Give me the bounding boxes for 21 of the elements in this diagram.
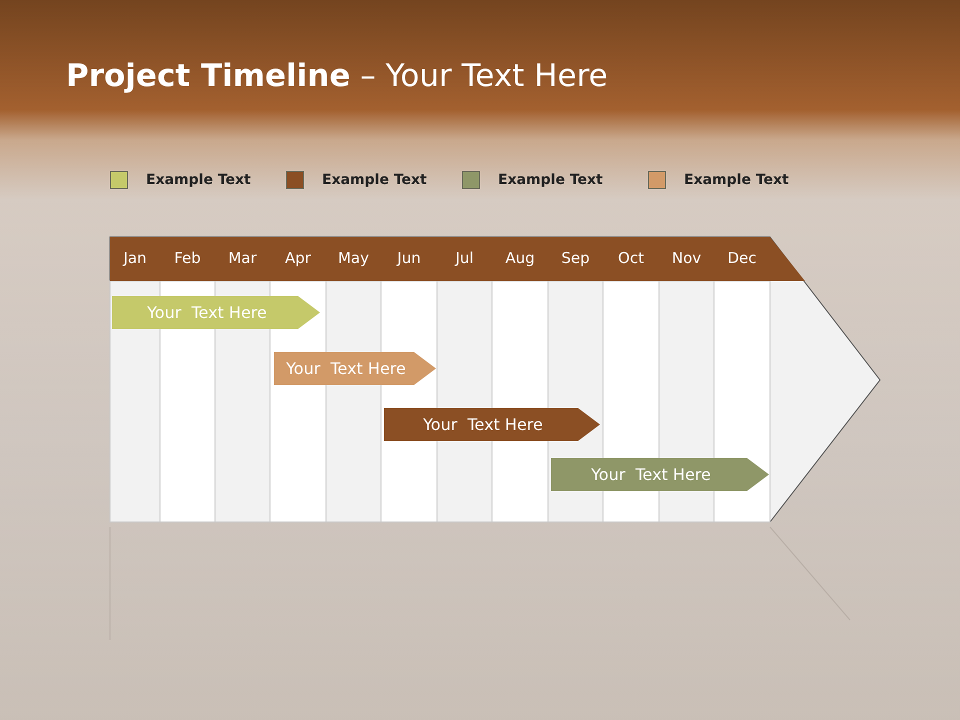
month-label: Apr	[285, 249, 311, 267]
month-label: Jul	[455, 249, 474, 267]
arrow-bar: Your Text Here	[551, 458, 769, 491]
month-label: Nov	[672, 249, 702, 267]
legend-label: Example Text	[322, 172, 427, 188]
arrow-bar: Your Text Here	[112, 296, 320, 329]
month-label: Mar	[228, 249, 257, 267]
legend-label: Example Text	[684, 172, 789, 188]
legend-label: Example Text	[146, 172, 251, 188]
arrow-bar: Your Text Here	[384, 408, 600, 441]
legend-label: Example Text	[498, 172, 603, 188]
arrow-bar: Your Text Here	[274, 352, 436, 385]
month-label: Aug	[505, 249, 535, 267]
slide-title: Project Timeline – Your Text Here	[66, 58, 608, 94]
month-label: Feb	[174, 249, 201, 267]
month-label: May	[338, 249, 369, 267]
month-label: Jun	[397, 249, 421, 267]
month-label: Jan	[123, 249, 147, 267]
month-label: Dec	[727, 249, 757, 267]
month-label: Sep	[561, 249, 590, 267]
month-label: Oct	[618, 249, 644, 267]
